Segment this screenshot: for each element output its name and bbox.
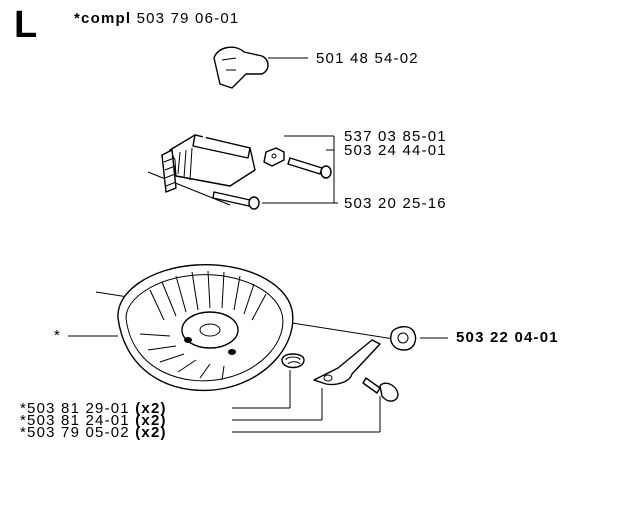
label-spring: *503 81 29-01 (x2)	[20, 401, 167, 416]
label-screw-long: 503 20 25-16	[344, 195, 447, 212]
label-pawl-qty: (x2)	[135, 412, 167, 429]
label-spring-qty: (x2)	[135, 400, 167, 417]
flywheel-illustration	[95, 264, 417, 402]
label-nut: 503 22 04-01	[456, 329, 559, 346]
section-letter: L	[14, 4, 38, 46]
assembly-header: *compl 503 79 06-01	[74, 10, 239, 27]
label-pin-qty: (x2)	[135, 424, 167, 441]
leader-lines	[68, 57, 448, 433]
label-flywheel: *	[54, 327, 62, 344]
label-pin-number: *503 79 05-02	[20, 424, 130, 441]
assembly-prefix: *compl	[74, 10, 132, 27]
label-pawl-number: *503 81 24-01	[20, 412, 130, 429]
label-screw: 503 24 44-01	[344, 142, 447, 159]
label-cap: 501 48 54-02	[316, 50, 419, 67]
label-spring-number: *503 81 29-01	[20, 400, 130, 417]
label-bracket: 537 03 85-01	[344, 128, 447, 145]
label-pin: *503 79 05-02 (x2)	[20, 425, 167, 440]
ignition-module-illustration	[147, 46, 332, 210]
assembly-number: 503 79 06-01	[136, 10, 240, 27]
label-pawl: *503 81 24-01 (x2)	[20, 413, 167, 428]
